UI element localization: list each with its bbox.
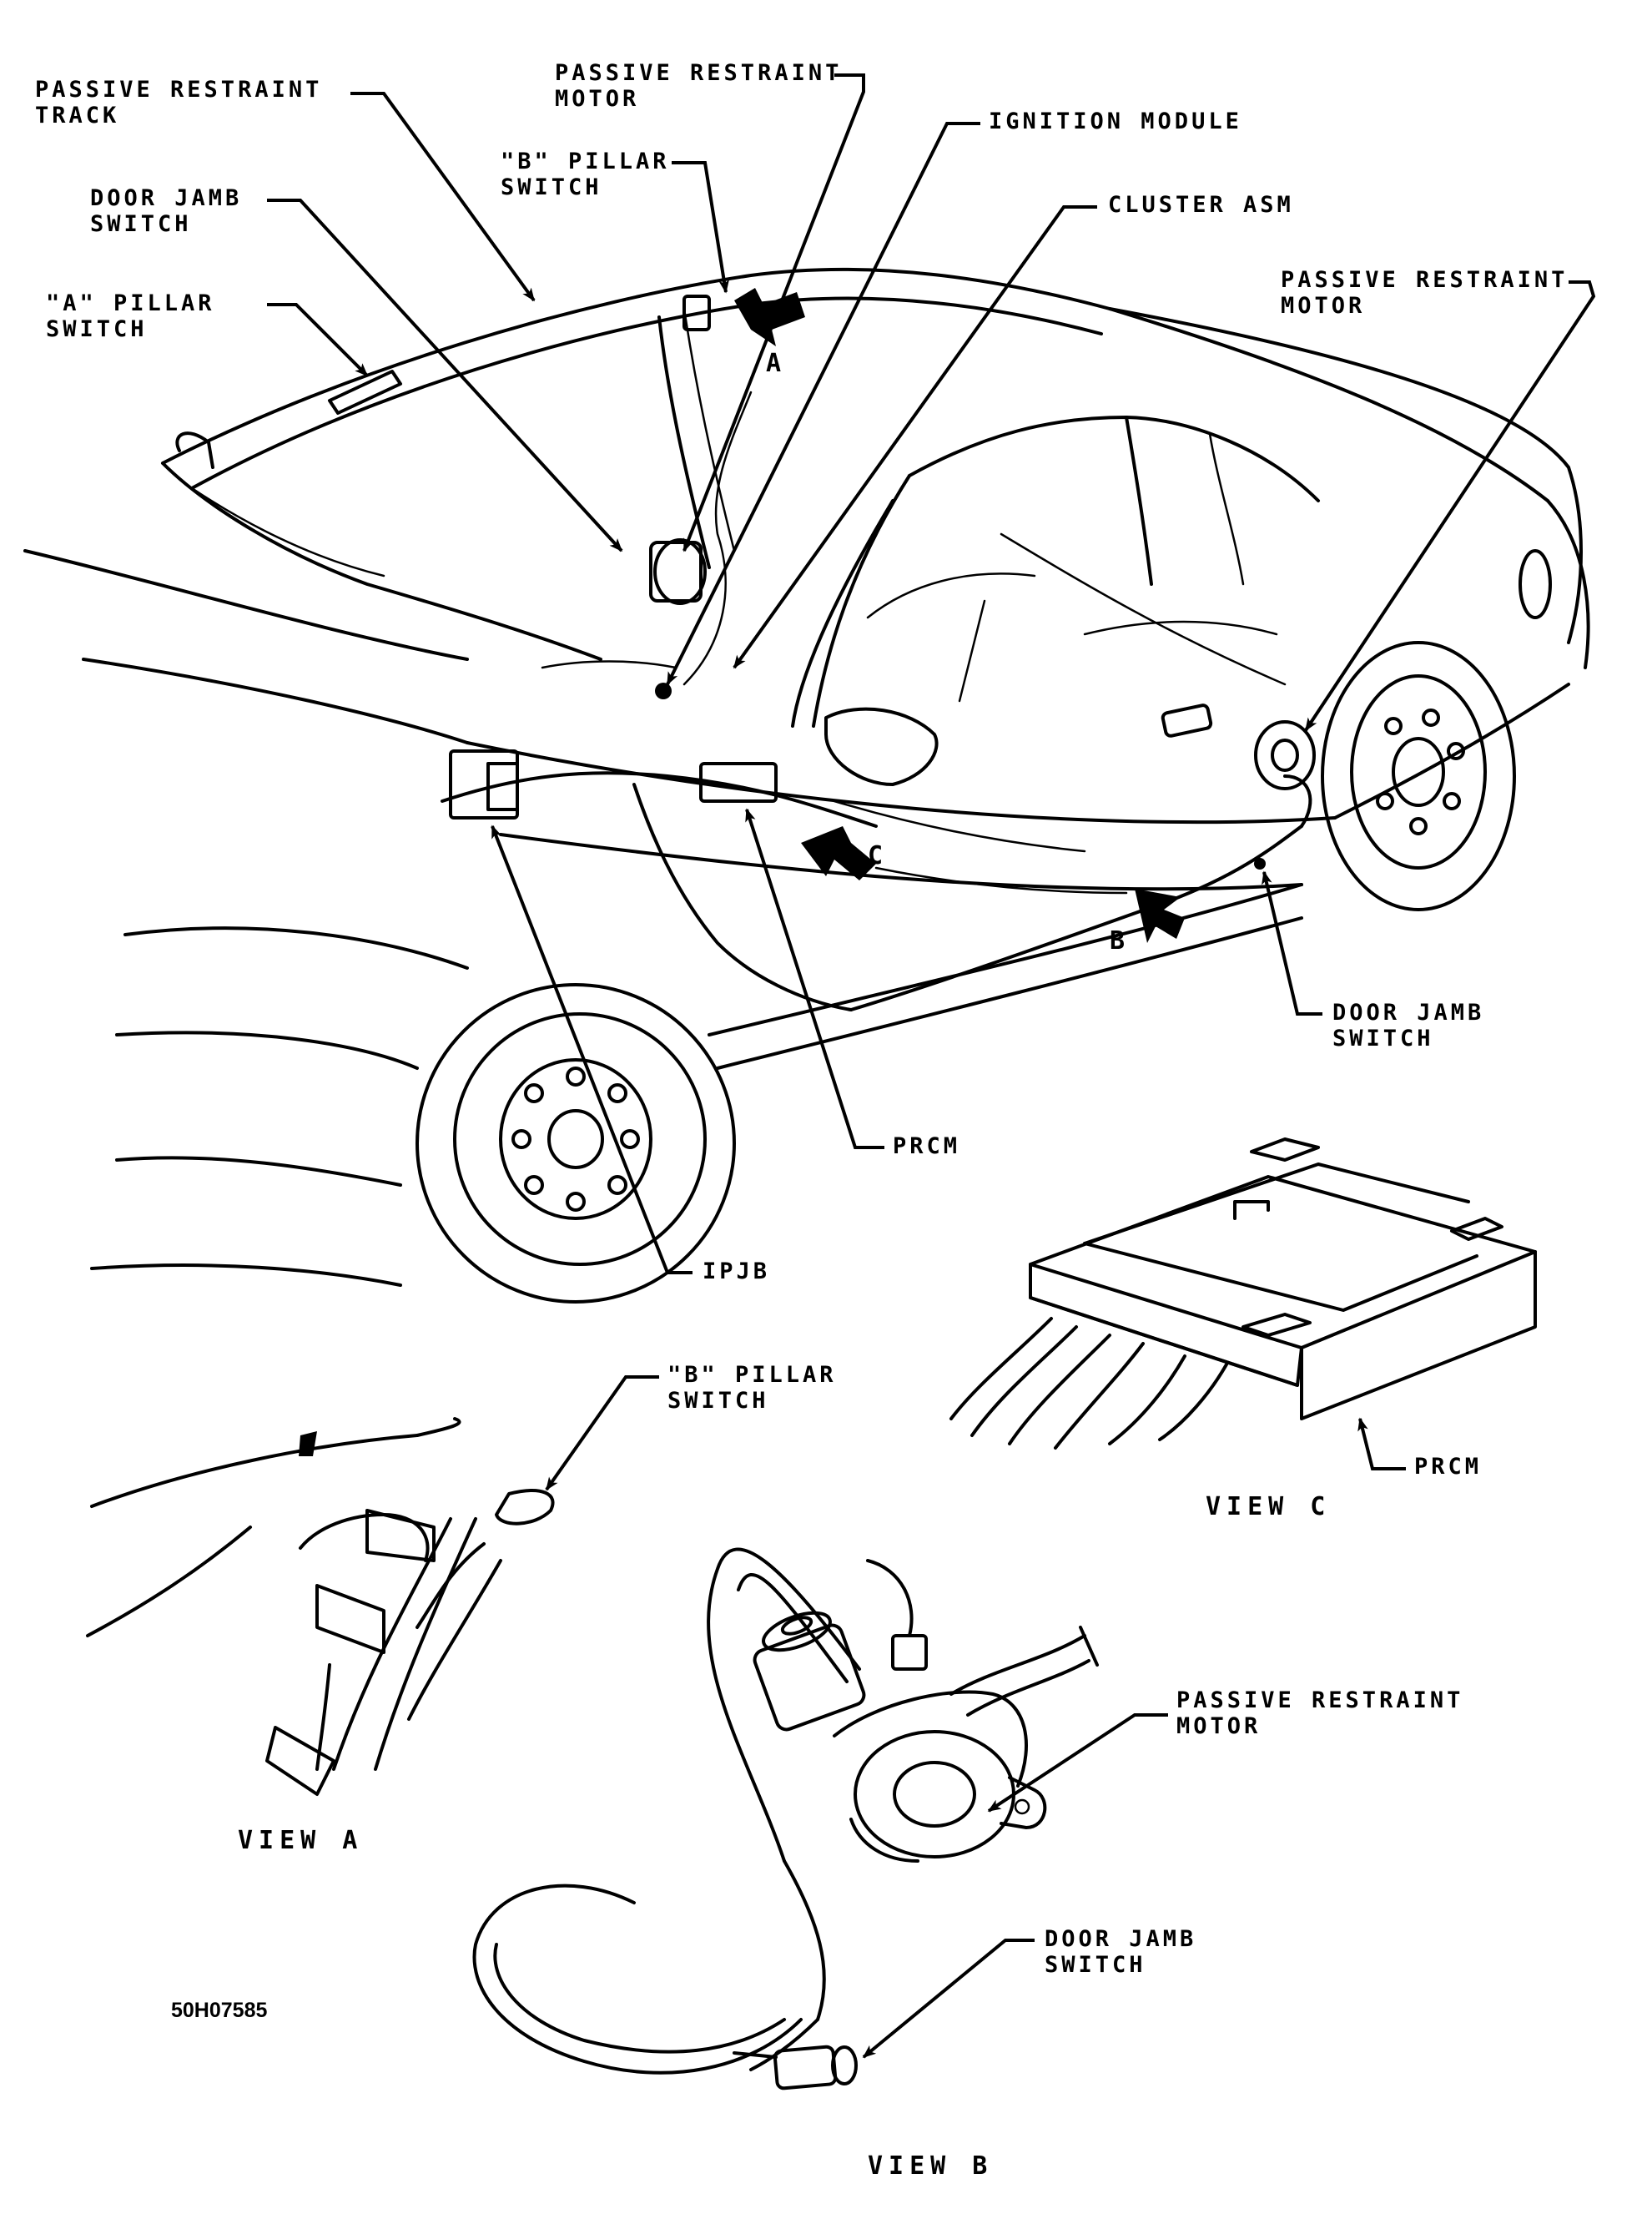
passive-restraint-motor-label-view-b: PASSIVE RESTRAINT MOTOR [1176, 1687, 1464, 1739]
view-b-title: VIEW B [868, 2151, 994, 2181]
view-c-title: VIEW C [1206, 1492, 1332, 1521]
view-marker-b: B [1110, 926, 1131, 956]
prcm-label-main: PRCM [893, 1133, 961, 1159]
view-arrow-c-icon [801, 826, 876, 880]
front-wheel [416, 983, 736, 1304]
view-arrow-a-icon [734, 288, 805, 346]
prcm-label-view-c: PRCM [1414, 1454, 1483, 1480]
car-body-outline [23, 267, 1590, 1287]
components [328, 295, 1316, 870]
passive-restraint-motor-label-top: PASSIVE RESTRAINT MOTOR [555, 60, 843, 112]
leader-lines [267, 73, 1596, 2059]
door-jamb-switch-label-right: DOOR JAMB SWITCH [1332, 1000, 1485, 1052]
rear-wheel [1321, 641, 1516, 911]
b-pillar-switch-label-top: "B" PILLAR SWITCH [501, 149, 670, 200]
wiring-harness [441, 391, 1312, 1011]
view-b-restraint-motor [472, 1547, 1099, 2090]
door-jamb-switch-label-top: DOOR JAMB SWITCH [90, 185, 243, 237]
ipjb-label: IPJB [703, 1258, 771, 1284]
passive-restraint-track-label: PASSIVE RESTRAINT TRACK [35, 77, 323, 129]
door-jamb-switch-label-view-b: DOOR JAMB SWITCH [1045, 1926, 1197, 1978]
view-a-title: VIEW A [238, 1826, 364, 1855]
figure-code: 50H07585 [171, 1999, 268, 2022]
view-marker-a: A [766, 349, 788, 378]
a-pillar-switch-label: "A" PILLAR SWITCH [46, 290, 215, 342]
view-a-b-pillar-switch [86, 1417, 555, 1796]
view-marker-c: C [868, 841, 889, 870]
ignition-module-label: IGNITION MODULE [989, 108, 1242, 134]
view-arrow-b-icon [1135, 889, 1185, 943]
view-c-prcm-module [949, 1137, 1537, 1450]
passive-restraint-motor-label-right: PASSIVE RESTRAINT MOTOR [1281, 267, 1569, 319]
b-pillar-switch-label-view-a: "B" PILLAR SWITCH [667, 1362, 837, 1414]
cluster-asm-label: CLUSTER ASM [1108, 192, 1294, 218]
